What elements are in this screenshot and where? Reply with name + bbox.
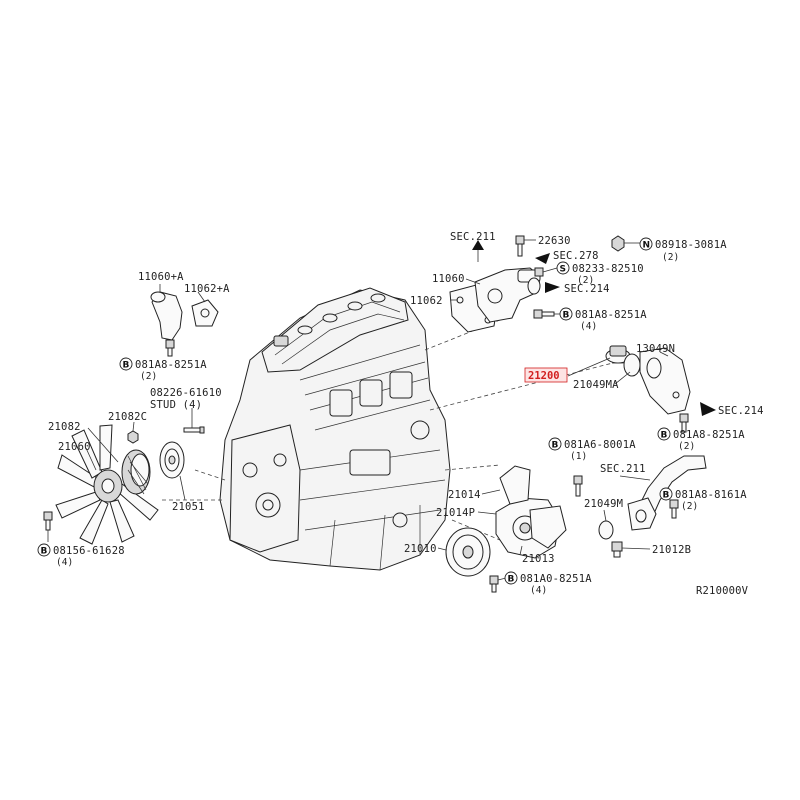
arrow-sec214-right	[700, 402, 716, 416]
label-sec278[interactable]: SEC.278	[553, 250, 599, 262]
bolt-081a8-8161a[interactable]	[669, 499, 679, 519]
label-21049m[interactable]: 21049M	[584, 498, 623, 510]
label-081a8-top[interactable]: 081A8-8251A	[575, 309, 647, 321]
label-08156-qty: (4)	[56, 557, 73, 568]
label-081a8-8161a-qty: (2)	[681, 501, 698, 512]
label-08233[interactable]: 08233-82510	[572, 263, 644, 275]
label-13049n[interactable]: 13049N	[636, 343, 675, 355]
engine-assembly	[219, 287, 451, 571]
label-21200[interactable]: 21200	[528, 370, 560, 382]
label-stud: STUD (4)	[150, 399, 202, 411]
label-21082c[interactable]: 21082C	[108, 411, 147, 423]
thermostat-group	[567, 345, 716, 433]
water-outlet-11060a[interactable]	[151, 291, 183, 341]
label-21082[interactable]: 21082	[48, 421, 81, 433]
fan-pulley-21051[interactable]	[159, 441, 185, 479]
label-081a8-left[interactable]: 081A8-8251A	[135, 359, 207, 371]
drain-plug-21012b[interactable]	[611, 541, 623, 558]
label-08226[interactable]: 08226-61610	[150, 387, 222, 399]
gasket-21049ma[interactable]	[623, 353, 641, 377]
label-08918[interactable]: 08918-3081A	[655, 239, 727, 251]
label-21051[interactable]: 21051	[172, 501, 205, 513]
label-sec214-top[interactable]: SEC.214	[564, 283, 610, 295]
thermostat-housing-group	[449, 235, 640, 333]
nut-08918[interactable]	[611, 235, 625, 252]
label-11060a[interactable]: 11060+A	[138, 271, 184, 283]
screw-08233[interactable]	[534, 267, 544, 277]
o-ring-21049m[interactable]	[598, 520, 614, 540]
arrow-sec214-top	[545, 282, 560, 293]
labels: SEC.211 22630 SEC.278 N 08918-3081A (2) …	[37, 231, 764, 597]
label-21060[interactable]: 21060	[58, 441, 91, 453]
fan-group	[43, 408, 205, 545]
bolt-symbol: B	[563, 311, 570, 321]
bolt-08156[interactable]	[43, 511, 53, 531]
bolt-081a8-right[interactable]	[679, 413, 689, 433]
label-21014p[interactable]: 21014P	[436, 507, 475, 519]
bolt-081a8-top[interactable]	[533, 309, 555, 319]
label-21014[interactable]: 21014	[448, 489, 481, 501]
label-08156[interactable]: 08156-61628	[53, 545, 125, 557]
water-outlet-left-group	[150, 284, 219, 357]
label-21049ma[interactable]: 21049MA	[573, 379, 619, 391]
fan-coupling-21082[interactable]	[121, 449, 151, 495]
label-21010[interactable]: 21010	[404, 543, 437, 555]
label-22630[interactable]: 22630	[538, 235, 571, 247]
thermostat-cover-13049n[interactable]	[639, 347, 691, 415]
diagram-code: R210000V	[696, 585, 749, 597]
water-inlet-group	[598, 455, 707, 558]
label-081a0[interactable]: 081A0-8251A	[520, 573, 592, 585]
bolt-symbol: B	[123, 361, 130, 371]
bracket-21014[interactable]	[499, 465, 531, 505]
label-081a6[interactable]: 081A6-8001A	[564, 439, 636, 451]
screw-symbol: S	[560, 265, 566, 275]
label-081a8-left-qty: (2)	[140, 371, 157, 382]
label-sec211-top[interactable]: SEC.211	[450, 231, 496, 243]
label-sec211-right[interactable]: SEC.211	[600, 463, 646, 475]
label-081a6-qty: (1)	[570, 451, 587, 462]
thermostat-21200[interactable]	[605, 345, 631, 364]
label-081a8-top-qty: (4)	[580, 321, 597, 332]
bolt-symbol: B	[663, 491, 670, 501]
water-pump-group	[437, 465, 583, 593]
label-11062a[interactable]: 11062+A	[184, 283, 230, 295]
bolt-symbol: B	[508, 575, 515, 585]
bolt-symbol: B	[552, 441, 559, 451]
highlight-box-21200	[524, 367, 568, 383]
label-081a0-qty: (4)	[530, 585, 547, 596]
label-081a8-right[interactable]: 081A8-8251A	[673, 429, 745, 441]
gasket-21013[interactable]	[529, 505, 567, 549]
label-11060[interactable]: 11060	[432, 273, 465, 285]
label-sec214-right[interactable]: SEC.214	[718, 405, 764, 417]
bolt-symbol: B	[41, 547, 48, 557]
bolt-081a8-left[interactable]	[165, 339, 175, 357]
nut-21082c[interactable]	[127, 430, 139, 444]
label-08233-qty: (2)	[577, 275, 594, 286]
label-081a8-right-qty: (2)	[678, 441, 695, 452]
bolt-081a6[interactable]	[573, 475, 583, 497]
label-11062[interactable]: 11062	[410, 295, 443, 307]
label-081a8-8161a[interactable]: 081A8-8161A	[675, 489, 747, 501]
label-21013[interactable]: 21013	[522, 553, 555, 565]
nut-symbol: N	[643, 241, 651, 251]
bolt-symbol: B	[661, 431, 668, 441]
bolt-081a0[interactable]	[489, 575, 499, 593]
label-08918-qty: (2)	[662, 252, 679, 263]
arrow-sec211-top	[472, 240, 484, 250]
water-inlet-pipe[interactable]	[635, 455, 707, 519]
stud-08226[interactable]	[183, 426, 205, 434]
cooling-fan-21060[interactable]	[55, 424, 159, 545]
arrow-sec278	[535, 253, 550, 264]
label-21012b[interactable]: 21012B	[652, 544, 691, 556]
temperature-sensor-22630[interactable]	[515, 235, 525, 257]
water-pump-pulley-21010[interactable]	[445, 527, 491, 577]
